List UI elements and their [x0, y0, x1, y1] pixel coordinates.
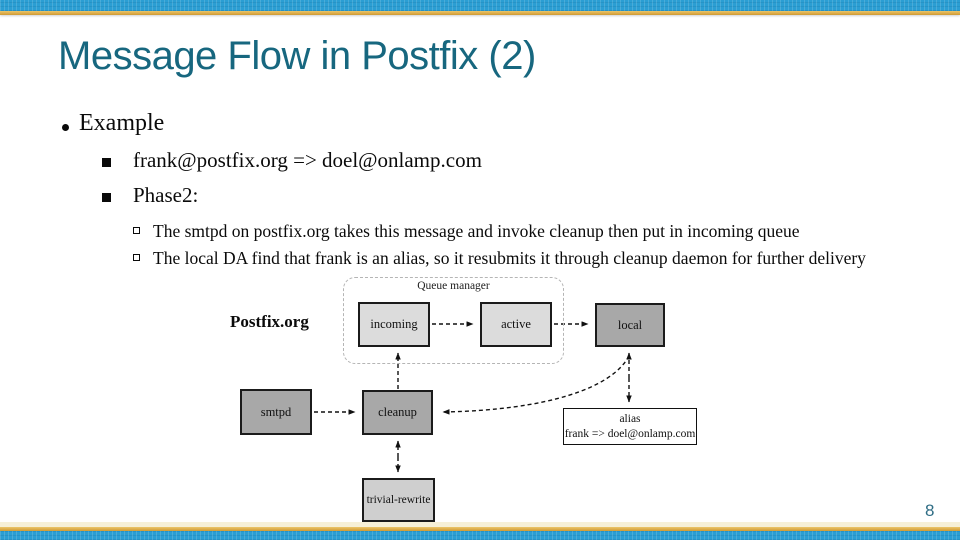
page-number: 8 [925, 501, 935, 520]
bullet-level3-local-da-step: The local DA find that frank is an alias… [153, 248, 866, 268]
bullet-level2-phase2: Phase2: [133, 183, 199, 207]
node-local-delivery-agent: local [595, 303, 665, 347]
bullet-level3-list: The smtpd on postfix.org takes this mess… [133, 218, 903, 272]
bullet-square-icon [102, 193, 111, 202]
node-active-queue: active [480, 302, 552, 347]
footer-cream-band [0, 522, 960, 527]
arrow-local-resubmit-to-cleanup [442, 355, 630, 415]
bullet-open-square-icon [133, 227, 140, 234]
alias-box-title: alias [619, 412, 641, 425]
header-gold-line [0, 11, 960, 15]
queue-manager-label: Queue manager [417, 280, 490, 292]
bullet-open-square-icon [133, 254, 140, 261]
alias-mapping-box: alias frank => doel@onlamp.com [563, 408, 697, 445]
node-incoming-queue: incoming [358, 302, 430, 347]
header-blue-band [0, 0, 960, 11]
bullet-square-icon [102, 158, 111, 167]
node-smtpd: smtpd [240, 389, 312, 435]
node-trivial-rewrite: trivial-rewrite [362, 478, 435, 522]
list-item: The smtpd on postfix.org takes this mess… [133, 218, 903, 245]
queue-manager-group-outline [343, 277, 564, 364]
bullet-dot-icon [62, 124, 69, 131]
footer-blue-band [0, 531, 960, 540]
alias-box-mapping: frank => doel@onlamp.com [564, 427, 696, 440]
footer-gold-line [0, 527, 960, 531]
node-cleanup: cleanup [362, 390, 433, 435]
bullet-level3-smtpd-step: The smtpd on postfix.org takes this mess… [153, 221, 800, 241]
page-title: Message Flow in Postfix (2) [58, 34, 536, 78]
postfix-org-site-label: Postfix.org [230, 312, 309, 331]
list-item: The local DA find that frank is an alias… [133, 245, 903, 272]
bullet-level2-address-mapping: frank@postfix.org => doel@onlamp.com [133, 148, 482, 172]
bullet-level1-example: Example [79, 110, 165, 136]
